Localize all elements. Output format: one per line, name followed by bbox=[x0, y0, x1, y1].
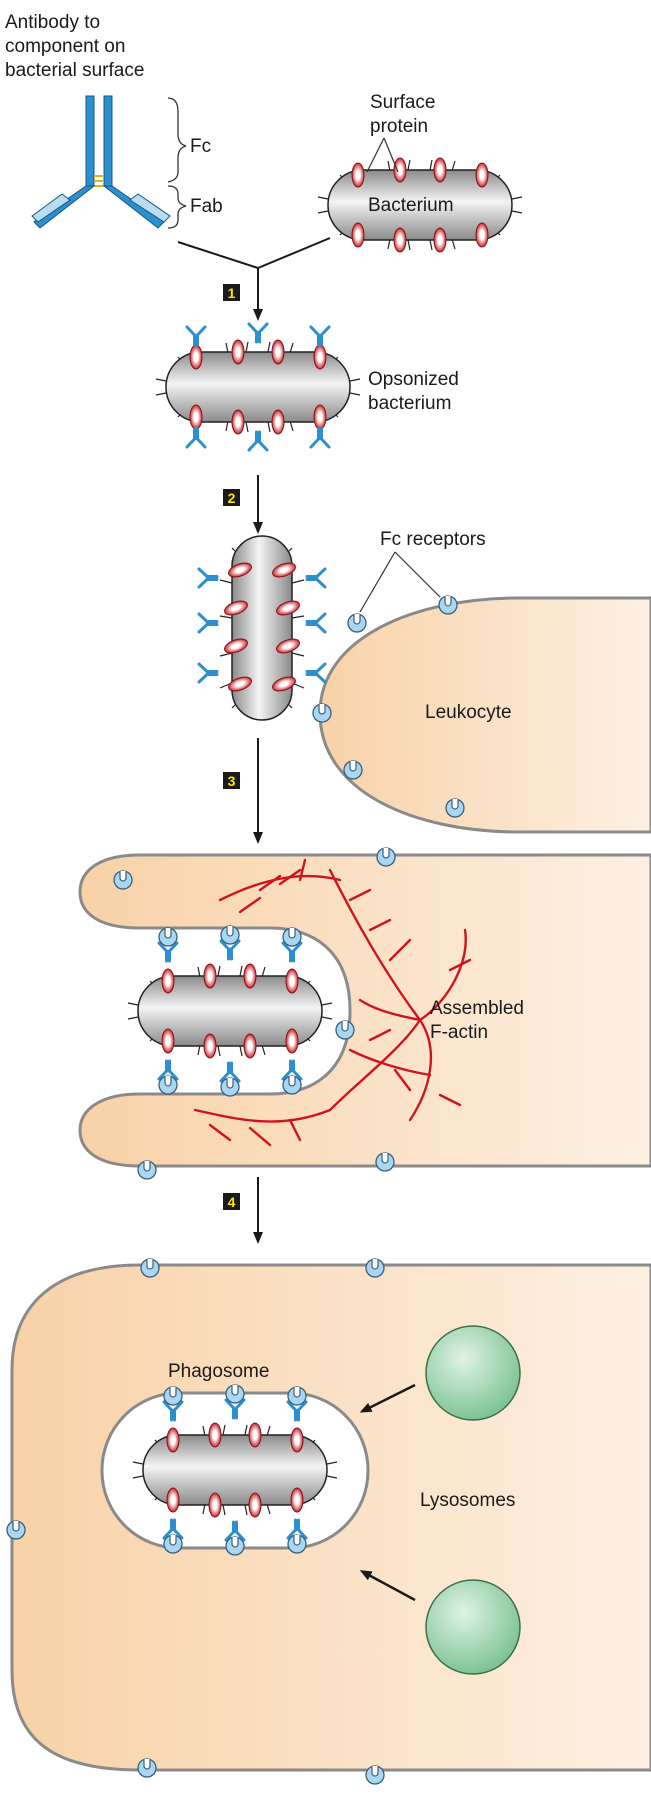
fc-brace bbox=[167, 97, 187, 183]
lysosome-arrow bbox=[359, 1383, 416, 1413]
fc-receptor bbox=[137, 1758, 157, 1778]
surface-protein-label-line2: protein bbox=[370, 116, 428, 137]
fc-receptor bbox=[140, 1258, 160, 1278]
step-4-box: 4 bbox=[223, 1193, 240, 1210]
svg-text:3: 3 bbox=[228, 773, 236, 789]
vertical-opsonized-bacterium bbox=[197, 535, 327, 721]
fc-receptor-bound bbox=[312, 703, 332, 723]
fc-receptor bbox=[445, 798, 465, 818]
surface-protein-label-line1: Surface bbox=[370, 92, 435, 113]
antibody-molecule bbox=[31, 95, 171, 229]
lysosome bbox=[425, 1325, 521, 1421]
fc-receptor bbox=[365, 1765, 385, 1785]
leukocyte-label: Leukocyte bbox=[425, 702, 512, 723]
assembled-f-actin-label-line2: F-actin bbox=[430, 1022, 488, 1043]
step-3-box: 3 bbox=[223, 772, 240, 789]
f-actin-network bbox=[193, 858, 472, 1147]
fc-receptor bbox=[438, 595, 458, 615]
engulfed-bacterium bbox=[127, 925, 333, 1097]
step-2-box: 2 bbox=[223, 489, 240, 506]
lysosomes-label: Lysosomes bbox=[420, 1490, 515, 1511]
assembled-f-actin-label-line1: Assembled bbox=[430, 998, 524, 1019]
fab-brace bbox=[167, 185, 187, 229]
phagosome-label: Phagosome bbox=[168, 1361, 269, 1382]
fc-receptors-pointers bbox=[359, 551, 441, 613]
fc-receptor bbox=[6, 1520, 26, 1540]
fab-label: Fab bbox=[190, 196, 223, 217]
fc-receptor bbox=[376, 847, 396, 867]
fc-receptor bbox=[137, 1160, 157, 1180]
surface-protein-pointers bbox=[366, 137, 399, 173]
fc-receptor bbox=[375, 1152, 395, 1172]
opsonized-bacterium bbox=[155, 322, 361, 452]
fc-receptor bbox=[343, 760, 363, 780]
fc-receptor bbox=[113, 870, 133, 890]
opsonized-label-line1: Opsonized bbox=[368, 369, 459, 390]
merge-lines bbox=[177, 237, 331, 321]
fc-receptors-label: Fc receptors bbox=[380, 529, 486, 550]
fc-label: Fc bbox=[190, 136, 211, 157]
engulfing-leukocyte bbox=[78, 853, 651, 1168]
fc-receptor bbox=[347, 613, 367, 633]
svg-text:2: 2 bbox=[228, 490, 236, 506]
antibody-label-line1: Antibody to bbox=[5, 12, 100, 33]
svg-text:1: 1 bbox=[228, 285, 236, 301]
opsonized-label-line2: bacterium bbox=[368, 393, 451, 414]
step-1-box: 1 bbox=[223, 284, 240, 301]
fc-receptor bbox=[365, 1258, 385, 1278]
svg-text:4: 4 bbox=[228, 1194, 236, 1210]
bacterium-label: Bacterium bbox=[368, 195, 454, 216]
antibody-label-line2: component on bbox=[5, 36, 125, 57]
antibody-label-line3: bacterial surface bbox=[5, 60, 144, 81]
lysosome-arrow bbox=[359, 1570, 416, 1602]
fc-receptor bbox=[335, 1020, 355, 1040]
lysosome bbox=[425, 1579, 521, 1675]
